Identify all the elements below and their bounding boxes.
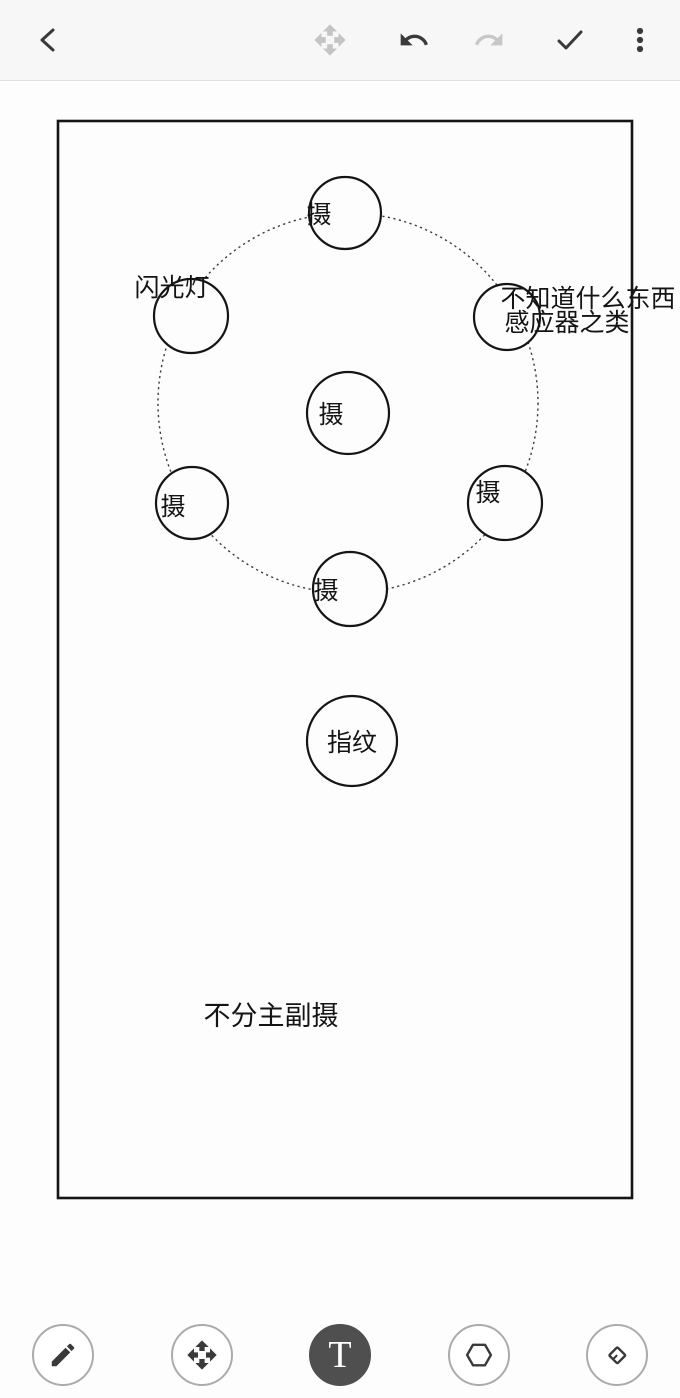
pen-icon — [51, 1343, 75, 1367]
pen-tool-button[interactable] — [32, 1324, 94, 1386]
camera-circle-bottom[interactable] — [311, 550, 389, 628]
flash-circle[interactable] — [152, 277, 230, 355]
overflow-menu-icon — [636, 27, 644, 53]
undo-icon — [400, 33, 428, 46]
move-icon — [314, 24, 346, 56]
overflow-menu-button[interactable] — [616, 16, 664, 64]
undo-button[interactable] — [390, 16, 438, 64]
annotation-sensor-line2[interactable]: 感应器之类 — [504, 309, 629, 337]
annotation-bottom-camera[interactable]: 摄 — [313, 577, 338, 605]
annotation-center-camera[interactable]: 摄 — [318, 401, 343, 429]
shape-tool-button[interactable] — [447, 1324, 510, 1386]
move-tool-button[interactable] — [170, 1324, 233, 1386]
camera-circle-top[interactable] — [307, 175, 383, 251]
fingerprint-circle[interactable] — [305, 694, 399, 788]
redo-button-disabled[interactable] — [465, 16, 513, 64]
annotation-sensor-line1[interactable]: 不知道什么东西 — [500, 285, 675, 313]
confirm-button[interactable] — [546, 16, 594, 64]
move-button-disabled[interactable] — [306, 16, 354, 64]
back-button[interactable] — [26, 16, 74, 64]
eraser-tool-button[interactable] — [586, 1324, 648, 1386]
annotation-fingerprint[interactable]: 指纹 — [327, 729, 377, 757]
eraser-icon — [608, 1346, 627, 1365]
top-toolbar — [0, 0, 680, 81]
camera-circle-right[interactable] — [466, 464, 544, 542]
annotation-note[interactable]: 不分主副摄 — [204, 1001, 339, 1031]
hexagon-icon — [465, 1343, 492, 1367]
move-tool-icon — [186, 1340, 217, 1370]
annotation-top-camera[interactable]: 摄 — [306, 201, 331, 229]
redo-icon — [475, 33, 503, 46]
check-icon — [557, 30, 583, 50]
annotation-left-camera[interactable]: 摄 — [160, 493, 185, 521]
phone-outline-rect[interactable] — [56, 119, 634, 1200]
annotation-flash[interactable]: 闪光灯 — [134, 274, 209, 302]
text-tool-button[interactable]: T — [309, 1324, 371, 1386]
drawing-canvas[interactable]: 摄 闪光灯 不知道什么东西 感应器之类 摄 摄 摄 摄 指纹 不分主副摄 — [0, 81, 680, 1300]
bottom-toolbar: T — [0, 1324, 680, 1386]
back-icon — [40, 28, 55, 52]
sensor-circle[interactable] — [472, 282, 542, 352]
camera-circle-left[interactable] — [154, 465, 230, 541]
annotation-right-camera[interactable]: 摄 — [475, 479, 500, 507]
text-tool-glyph: T — [328, 1334, 352, 1376]
camera-circle-center[interactable] — [305, 370, 391, 456]
